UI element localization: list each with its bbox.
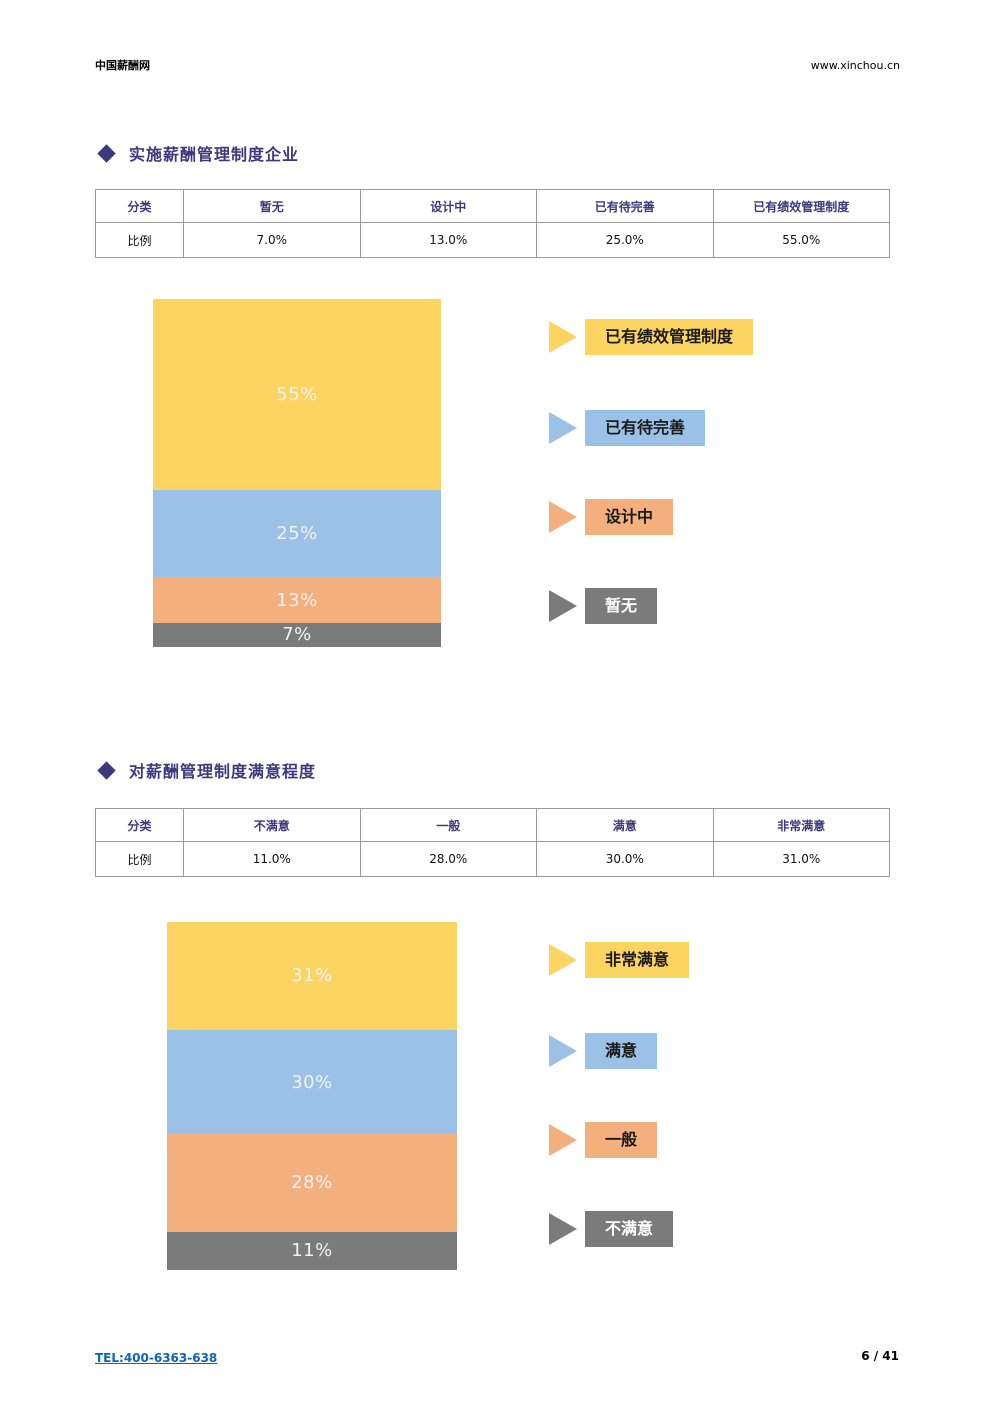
bar-segment: 30% <box>167 1029 457 1135</box>
legend-label: 满意 <box>585 1033 658 1069</box>
table-header-cell: 满意 <box>536 808 714 842</box>
stacked-bar-chart-satisfaction: 31% 30% 28% 11% <box>167 922 457 1270</box>
legend-label: 已有待完善 <box>585 410 706 446</box>
bar-segment-label: 30% <box>291 1071 333 1093</box>
legend-label: 已有绩效管理制度 <box>585 319 754 355</box>
table-cell: 7.0% <box>183 222 361 258</box>
implementation-table: 分类 暂无 设计中 已有待完善 已有绩效管理制度 比例 7.0% 13.0% 2… <box>95 189 890 258</box>
bar-segment-label: 25% <box>276 523 318 545</box>
legend-item: 已有待完善 <box>549 410 706 446</box>
table-cell: 比例 <box>95 222 184 258</box>
table-header-row: 分类 不满意 一般 满意 非常满意 <box>95 808 890 842</box>
page-number: 6 / 41 <box>861 1349 899 1363</box>
section-heading: 对薪酬管理制度满意程度 <box>129 762 317 781</box>
footer-tel-link[interactable]: TEL:400-6363-638 <box>95 1351 218 1365</box>
bar-segment: 25% <box>153 490 441 578</box>
table-header-cell: 分类 <box>95 189 184 223</box>
bar-segment: 7% <box>153 622 441 647</box>
table-cell: 比例 <box>95 841 184 877</box>
satisfaction-table: 分类 不满意 一般 满意 非常满意 比例 11.0% 28.0% 30.0% 3… <box>95 808 890 877</box>
site-url: www.xinchou.cn <box>810 59 900 72</box>
chart-legend-satisfaction: 非常满意 满意 一般 不满意 <box>549 922 869 1270</box>
bar-segment-label: 11% <box>291 1240 333 1262</box>
legend-arrow-icon <box>549 590 577 622</box>
legend-arrow-icon <box>549 1124 577 1156</box>
table-cell: 28.0% <box>359 841 537 877</box>
table-header-cell: 非常满意 <box>712 808 890 842</box>
table-data-row: 比例 7.0% 13.0% 25.0% 55.0% <box>95 222 890 258</box>
site-brand: 中国薪酬网 <box>95 59 150 72</box>
diamond-bullet-icon <box>97 143 116 163</box>
legend-item: 设计中 <box>549 499 674 535</box>
table-header-cell: 设计中 <box>359 189 537 223</box>
section-title-satisfaction: 对薪酬管理制度满意程度 <box>97 758 316 782</box>
table-cell: 13.0% <box>359 222 537 258</box>
legend-arrow-icon <box>549 501 577 533</box>
section-title-implementation: 实施薪酬管理制度企业 <box>97 141 299 165</box>
bar-segment-label: 31% <box>291 965 333 987</box>
table-cell: 31.0% <box>712 841 890 877</box>
legend-item: 非常满意 <box>549 942 690 978</box>
legend-arrow-icon <box>549 412 577 444</box>
table-cell: 30.0% <box>536 841 714 877</box>
table-header-cell: 已有绩效管理制度 <box>712 189 890 223</box>
table-header-cell: 分类 <box>95 808 184 842</box>
table-cell: 25.0% <box>536 222 714 258</box>
legend-arrow-icon <box>549 1213 577 1245</box>
legend-item: 暂无 <box>549 588 658 624</box>
legend-arrow-icon <box>549 944 577 976</box>
bar-segment-label: 55% <box>276 384 318 406</box>
table-data-row: 比例 11.0% 28.0% 30.0% 31.0% <box>95 841 890 877</box>
table-header-cell: 已有待完善 <box>536 189 714 223</box>
legend-label: 非常满意 <box>585 942 690 978</box>
bar-segment: 28% <box>167 1134 457 1232</box>
table-header-cell: 不满意 <box>183 808 361 842</box>
legend-item: 已有绩效管理制度 <box>549 319 754 355</box>
legend-item: 不满意 <box>549 1211 674 1247</box>
legend-arrow-icon <box>549 321 577 353</box>
table-cell: 11.0% <box>183 841 361 877</box>
chart-legend-implementation: 已有绩效管理制度 已有待完善 设计中 暂无 <box>549 299 869 647</box>
stacked-bar-chart-implementation: 55% 25% 13% 7% <box>153 299 441 647</box>
table-header-cell: 暂无 <box>183 189 361 223</box>
bar-segment-label: 7% <box>282 624 312 646</box>
legend-arrow-icon <box>549 1035 577 1067</box>
legend-label: 不满意 <box>585 1211 674 1247</box>
bar-segment: 55% <box>153 299 441 491</box>
bar-segment: 13% <box>153 577 441 623</box>
table-header-cell: 一般 <box>359 808 537 842</box>
legend-item: 满意 <box>549 1033 658 1069</box>
legend-label: 一般 <box>585 1122 658 1158</box>
diamond-bullet-icon <box>97 760 116 780</box>
bar-segment-label: 28% <box>291 1172 333 1194</box>
legend-label: 设计中 <box>585 499 674 535</box>
section-heading: 实施薪酬管理制度企业 <box>129 145 300 164</box>
bar-segment-label: 13% <box>276 589 318 611</box>
legend-label: 暂无 <box>585 588 658 624</box>
legend-item: 一般 <box>549 1122 658 1158</box>
bar-segment: 31% <box>167 922 457 1030</box>
bar-segment: 11% <box>167 1231 457 1270</box>
table-header-row: 分类 暂无 设计中 已有待完善 已有绩效管理制度 <box>95 189 890 223</box>
table-cell: 55.0% <box>712 222 890 258</box>
